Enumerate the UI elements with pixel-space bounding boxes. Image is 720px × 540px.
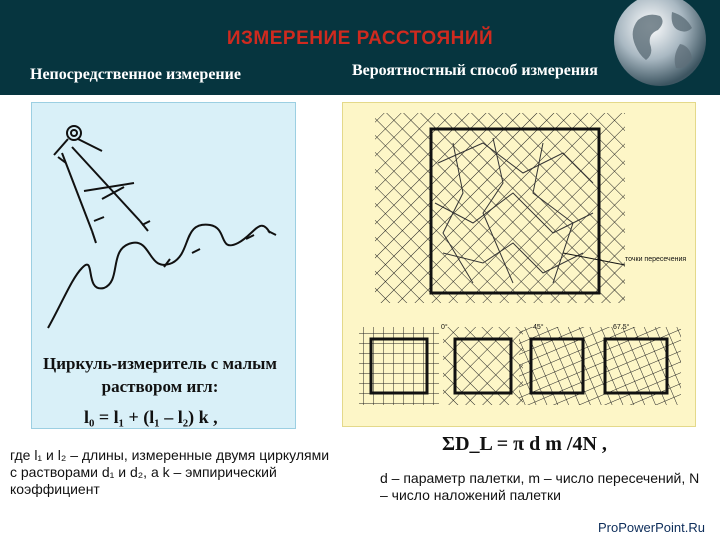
callout-label: точки пересечения xyxy=(625,256,686,263)
compass-icon xyxy=(53,125,149,244)
small-grid-extra xyxy=(595,327,681,405)
measured-curve xyxy=(47,223,271,329)
angle-label-45: 45° xyxy=(533,323,544,331)
caption: Циркуль-измеритель с малым раствором игл… xyxy=(42,354,278,396)
left-heading: Непосредственное измерение xyxy=(30,66,241,83)
slide-title: ИЗМЕРЕНИЕ РАССТОЯНИЙ xyxy=(226,28,494,49)
angle-label-67: 67.5° xyxy=(613,323,630,331)
formula-right: ΣD_L = π d m /4N , xyxy=(442,433,607,455)
description-right: d – параметр палетки, m – число пересече… xyxy=(380,470,700,503)
large-grid xyxy=(375,113,625,303)
palette-illustration: точки пересечения 0° 45° 67.5° xyxy=(342,102,696,427)
small-grid-0 xyxy=(359,327,439,405)
footer-watermark[interactable]: ProPowerPoint.Ru xyxy=(598,520,705,535)
random-lines xyxy=(434,137,594,284)
right-heading: Вероятностный способ измерения xyxy=(352,62,598,79)
globe-icon xyxy=(614,0,706,86)
compass-illustration xyxy=(31,102,296,429)
formula-left: l₀ = l₁ + (l₁ – l₂) k , xyxy=(84,407,218,427)
header-bar xyxy=(0,0,720,95)
description-left: где l₁ и l₂ – длины, измеренные двумя ци… xyxy=(10,447,330,497)
angle-label-0: 0° xyxy=(441,323,448,331)
small-grid-45 xyxy=(443,327,523,405)
small-grid-67 xyxy=(519,327,595,405)
